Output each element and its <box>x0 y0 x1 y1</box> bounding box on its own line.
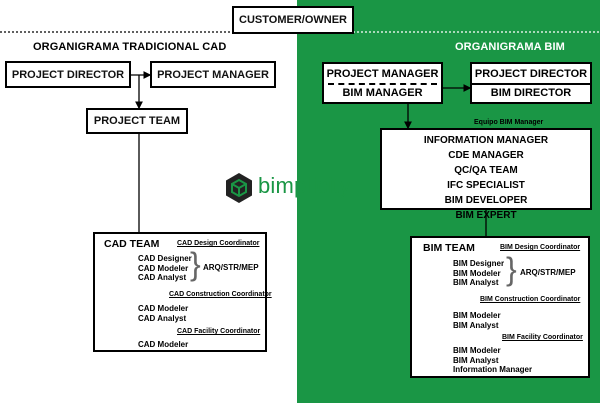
role-bim-expert: BIM EXPERT <box>455 210 517 221</box>
bim-design-members: BIM Designer BIM Modeler BIM Analyst <box>453 259 504 288</box>
bim-facility-members: BIM Modeler BIM Analyst Information Mana… <box>453 346 532 375</box>
role-bim-developer: BIM DEVELOPER <box>444 195 528 206</box>
bim-team-title: BIM TEAM <box>423 242 475 254</box>
project-director-box: PROJECT DIRECTOR <box>5 61 131 88</box>
solid-divider <box>472 83 590 85</box>
bim-information-manager: Information Manager <box>453 365 533 374</box>
cad-analyst: CAD Analyst <box>138 273 187 282</box>
cad-modeler: CAD Modeler <box>138 263 189 273</box>
bim-team-box: BIM TEAM BIM Design Coordinator BIM Desi… <box>410 236 590 378</box>
bim-pd-top-label: PROJECT DIRECTOR <box>474 67 588 80</box>
section-title-cad: ORGANIGRAMA TRADICIONAL CAD <box>33 41 227 53</box>
project-director-label: PROJECT DIRECTOR <box>11 68 125 81</box>
cad-construction-members: CAD Modeler CAD Analyst <box>138 304 188 323</box>
section-title-bim: ORGANIGRAMA BIM <box>455 41 565 53</box>
customer-label: CUSTOMER/OWNER <box>239 14 347 26</box>
dash-divider <box>328 83 437 85</box>
bim-manager-label: BIM MANAGER <box>342 86 423 99</box>
customer-owner-box: CUSTOMER/OWNER <box>232 6 354 34</box>
bim-pm-top-label: PROJECT MANAGER <box>326 67 439 80</box>
equipo-bim-manager-label: Equipo BIM Manager <box>474 119 544 126</box>
cube-icon <box>224 172 254 204</box>
cad-construction-analyst: CAD Analyst <box>138 313 187 323</box>
role-qcqa-team: QC/QA TEAM <box>454 165 518 176</box>
bim-project-manager-box: PROJECT MANAGER BIM MANAGER <box>322 62 443 104</box>
cad-facility-coordinator: CAD Facility Coordinator <box>177 328 261 335</box>
cad-team-title: CAD TEAM <box>104 238 160 250</box>
bim-facility-analyst: BIM Analyst <box>453 355 499 365</box>
cad-disciplines: ARQ/STR/MEP <box>203 263 259 272</box>
bim-construction-modeler: BIM Modeler <box>453 311 501 320</box>
bim-facility-coordinator: BIM Facility Coordinator <box>502 334 583 341</box>
equipo-bim-box: INFORMATION MANAGER CDE MANAGER QC/QA TE… <box>380 128 592 221</box>
bim-analyst: BIM Analyst <box>453 278 499 287</box>
cad-facility-modeler: CAD Modeler <box>138 340 189 349</box>
project-manager-label: PROJECT MANAGER <box>157 68 269 81</box>
project-team-box: PROJECT TEAM <box>86 108 188 134</box>
cad-construction-modeler: CAD Modeler <box>138 304 189 313</box>
project-manager-box: PROJECT MANAGER <box>150 61 276 88</box>
bim-project-director-box: PROJECT DIRECTOR BIM DIRECTOR <box>470 62 592 104</box>
cad-designer: CAD Designer <box>138 254 192 263</box>
cad-construction-coordinator: CAD Construction Coordinator <box>169 291 272 298</box>
bim-design-coordinator: BIM Design Coordinator <box>500 244 581 251</box>
cad-design-members: CAD Designer CAD Modeler CAD Analyst <box>138 254 192 283</box>
bim-designer: BIM Designer <box>453 259 505 268</box>
role-ifc-specialist: IFC SPECIALIST <box>447 180 525 191</box>
bim-construction-analyst: BIM Analyst <box>453 320 499 330</box>
cad-design-coordinator: CAD Design Coordinator <box>177 240 260 247</box>
bimplicity-logo-text: bimplicity <box>258 173 351 198</box>
role-cde-manager: CDE MANAGER <box>448 150 524 161</box>
bim-construction-members: BIM Modeler BIM Analyst <box>453 311 501 330</box>
bim-disciplines: ARQ/STR/MEP <box>520 268 576 277</box>
brace-icon: } <box>190 246 201 282</box>
project-team-label: PROJECT TEAM <box>93 115 181 127</box>
bim-facility-modeler: BIM Modeler <box>453 346 501 355</box>
bim-construction-coordinator: BIM Construction Coordinator <box>480 296 581 303</box>
cad-team-box: CAD TEAM CAD Design Coordinator CAD Desi… <box>93 232 272 352</box>
bim-director-label: BIM DIRECTOR <box>490 86 572 99</box>
bim-modeler: BIM Modeler <box>453 268 501 278</box>
brace-icon: } <box>506 251 517 287</box>
role-information-manager: INFORMATION MANAGER <box>423 135 549 146</box>
